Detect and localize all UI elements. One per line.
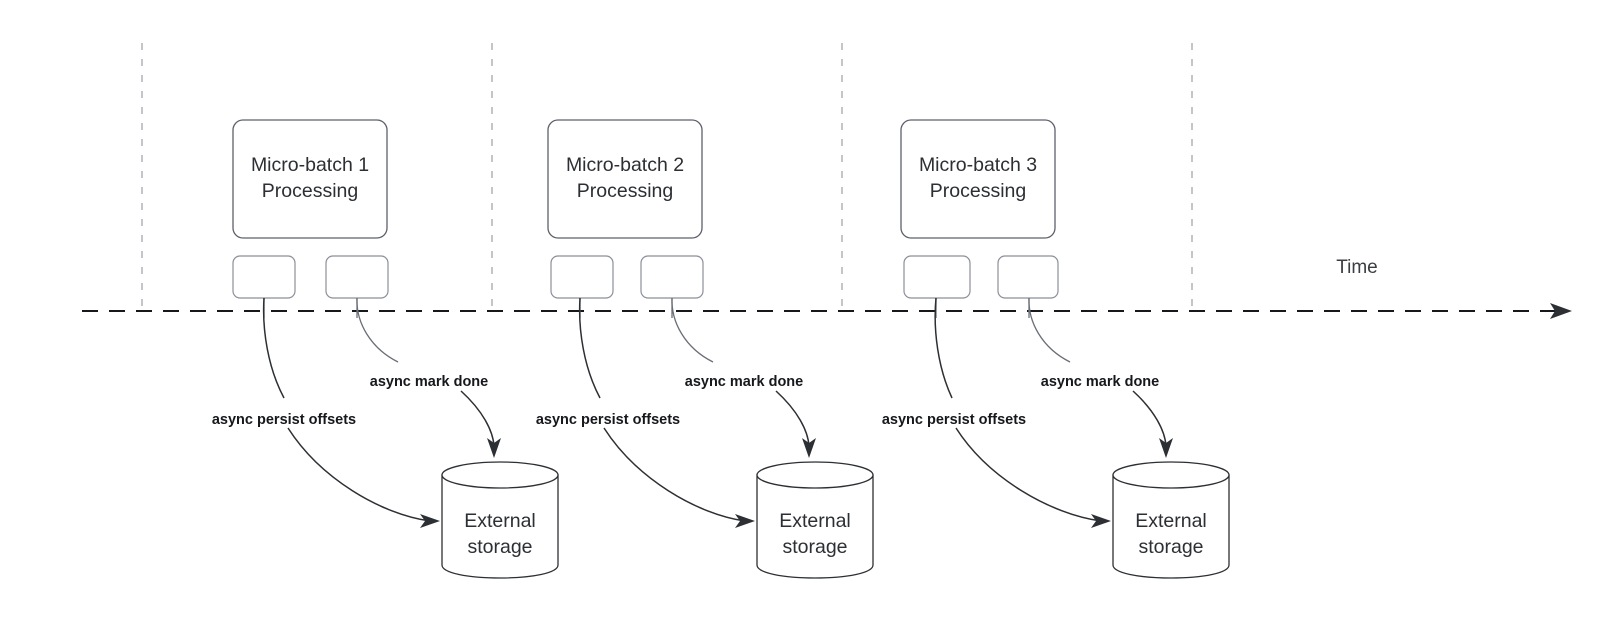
- group-3-persist-curve-a: [934, 297, 953, 399]
- group-1-tick-right[interactable]: [325, 255, 389, 299]
- group-2-tick-left[interactable]: [550, 255, 614, 299]
- group-2-markdone-curve-a: [671, 297, 714, 363]
- group-2-persist-curve-b: [603, 427, 746, 522]
- group-3-storage-title: External: [1135, 510, 1207, 532]
- group-2-markdone-arrowhead: [802, 438, 816, 458]
- micro-batch-2-rect[interactable]: [547, 119, 703, 239]
- micro-batch-1-title: Micro-batch 1: [251, 154, 369, 176]
- time-axis-arrowhead: [1550, 303, 1572, 319]
- group-1-persist-curve-a: [262, 297, 285, 399]
- group-1-persist-curve-b: [287, 427, 431, 522]
- group-2-cylinder-body[interactable]: [756, 474, 874, 579]
- micro-batch-1-subtitle: Processing: [262, 180, 358, 202]
- micro-batch-3-title: Micro-batch 3: [919, 154, 1037, 176]
- group-2-cylinder-top: [756, 461, 874, 489]
- group-1-markdone-arrowhead: [487, 438, 501, 458]
- group-3-storage-subtitle: storage: [1138, 536, 1203, 558]
- group-3-external-storage[interactable]: External storage: [1112, 461, 1230, 579]
- group-3-markdone-curve-a: [1028, 297, 1071, 363]
- group-2-storage-subtitle: storage: [782, 536, 847, 558]
- micro-batch-3-subtitle: Processing: [930, 180, 1026, 202]
- group-2-tick-right[interactable]: [640, 255, 704, 299]
- micro-batch-1-box[interactable]: Micro-batch 1 Processing: [232, 119, 388, 239]
- group-2-storage-title: External: [779, 510, 851, 532]
- group-1-tick-left[interactable]: [232, 255, 296, 299]
- group-3-persist-arrowhead: [1091, 514, 1111, 528]
- group-3-markdone-curve-b: [1132, 390, 1167, 447]
- time-axis-label: Time: [1336, 257, 1378, 278]
- group-1-cylinder-top: [441, 461, 559, 489]
- group-1-persist-label: async persist offsets: [212, 412, 356, 428]
- micro-batch-2-subtitle: Processing: [577, 180, 673, 202]
- group-2-persist-curve-a: [578, 297, 601, 399]
- micro-batch-1-rect[interactable]: [232, 119, 388, 239]
- group-1-persist-arrowhead: [420, 514, 440, 528]
- group-1-markdone-curve-a: [356, 297, 399, 363]
- group-2: Micro-batch 2 Processing async persist o…: [536, 119, 874, 579]
- group-2-markdone-label: async mark done: [685, 374, 803, 390]
- group-2-persist-label: async persist offsets: [536, 412, 680, 428]
- group-1-markdone-label: async mark done: [370, 374, 488, 390]
- micro-batch-3-rect[interactable]: [900, 119, 1056, 239]
- group-3-persist-curve-b: [955, 427, 1102, 522]
- micro-batch-3-box[interactable]: Micro-batch 3 Processing: [900, 119, 1056, 239]
- group-2-external-storage[interactable]: External storage: [756, 461, 874, 579]
- group-2-persist-arrowhead: [735, 514, 755, 528]
- group-1-markdone-curve-b: [460, 390, 495, 447]
- group-3-markdone-label: async mark done: [1041, 374, 1159, 390]
- time-axis: Time: [82, 257, 1572, 319]
- group-3: Micro-batch 3 Processing async persist o…: [882, 119, 1230, 579]
- micro-batch-2-box[interactable]: Micro-batch 2 Processing: [547, 119, 703, 239]
- group-1-external-storage[interactable]: External storage: [441, 461, 559, 579]
- micro-batch-2-title: Micro-batch 2: [566, 154, 684, 176]
- group-3-persist-label: async persist offsets: [882, 412, 1026, 428]
- group-3-tick-left[interactable]: [903, 255, 971, 299]
- group-1-cylinder-body[interactable]: [441, 474, 559, 579]
- group-2-markdone-curve-b: [775, 390, 810, 447]
- group-3-tick-right[interactable]: [997, 255, 1059, 299]
- group-1: Micro-batch 1 Processing async persist o…: [212, 119, 559, 579]
- group-3-cylinder-top: [1112, 461, 1230, 489]
- group-3-markdone-arrowhead: [1159, 438, 1173, 458]
- group-1-storage-subtitle: storage: [467, 536, 532, 558]
- group-1-storage-title: External: [464, 510, 536, 532]
- group-3-cylinder-body[interactable]: [1112, 474, 1230, 579]
- vertical-dividers: [141, 43, 1193, 311]
